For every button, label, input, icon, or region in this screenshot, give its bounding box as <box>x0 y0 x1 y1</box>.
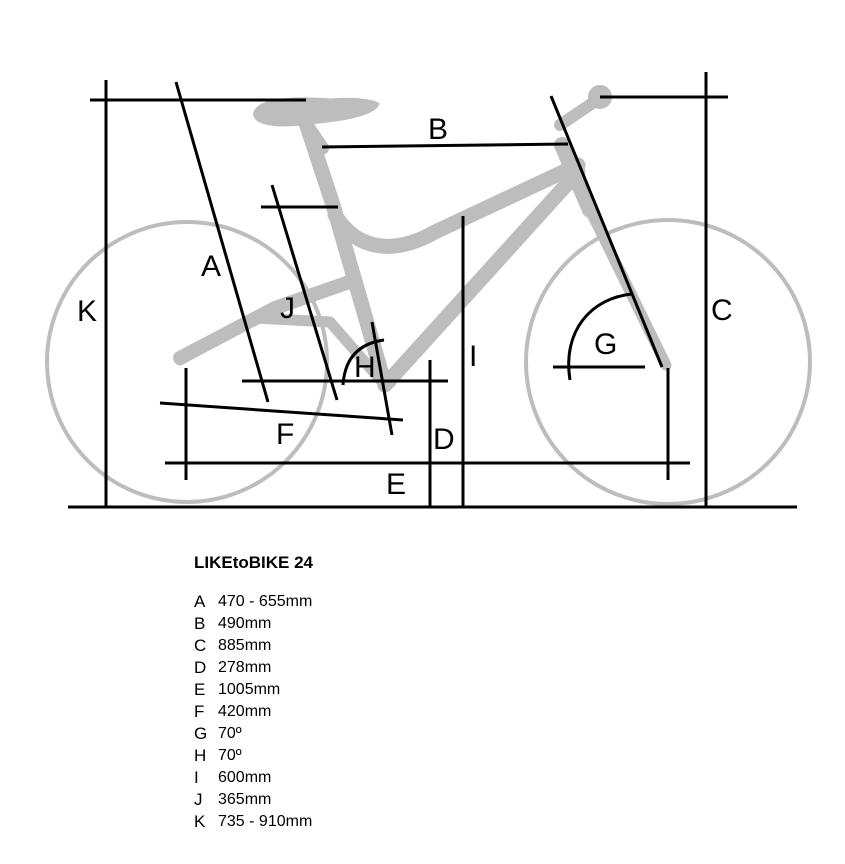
spec-value: 365mm <box>218 791 272 808</box>
spec-block: LIKEtoBIKE 24 A 470 - 655mm B 490mm C 885mm… <box>194 553 313 833</box>
spec-letter: H <box>194 746 207 765</box>
label-g: G <box>594 328 617 361</box>
spec-row-d: D 278mm <box>194 657 313 679</box>
dim-f-line <box>159 401 404 422</box>
spec-value: 490mm <box>218 615 272 632</box>
spec-row-g: G 70º <box>194 723 313 745</box>
label-j: J <box>280 292 295 325</box>
dim-g-arc <box>567 292 633 381</box>
dim-a-line <box>174 81 270 403</box>
bike-geometry-diagram: A B C D E F G H I J K <box>45 72 812 509</box>
down-tube <box>377 164 586 393</box>
spec-list: A 470 - 655mm B 490mm C 885mm D 278mm E 1005m… <box>194 591 313 833</box>
label-f: F <box>276 418 294 451</box>
dim-j-line <box>270 184 339 401</box>
front-wheel <box>524 218 812 506</box>
spec-value: 278mm <box>218 659 272 676</box>
spec-row-f: F 420mm <box>194 701 313 723</box>
spec-value: 735 - 910mm <box>218 813 313 830</box>
spec-value: 420mm <box>218 703 272 720</box>
label-b: B <box>428 113 448 146</box>
top-tube <box>327 157 586 254</box>
spec-row-j: J 365mm <box>194 789 313 811</box>
spec-letter: K <box>194 812 206 831</box>
label-d: D <box>433 423 455 456</box>
spec-row-k: K 735 - 910mm <box>194 811 313 833</box>
chain-stay <box>174 312 391 391</box>
dim-b-line <box>321 142 569 149</box>
spec-row-i: I 600mm <box>194 767 313 789</box>
label-h: H <box>354 351 376 384</box>
dim-h-arc <box>341 338 385 386</box>
spec-value: 470 - 655mm <box>218 593 313 610</box>
spec-letter: I <box>194 768 199 787</box>
label-e: E <box>386 468 406 501</box>
spec-row-e: E 1005mm <box>194 679 313 701</box>
label-c: C <box>711 294 733 327</box>
spec-value: 70º <box>218 725 242 742</box>
spec-row-h: H 70º <box>194 745 313 767</box>
bike-silhouette <box>45 85 812 506</box>
measurement-lines <box>68 72 797 509</box>
spec-letter: D <box>194 658 207 677</box>
spec-row-c: C 885mm <box>194 635 313 657</box>
label-a: A <box>201 250 221 283</box>
spec-letter: G <box>194 724 208 743</box>
spec-row-a: A 470 - 655mm <box>194 591 313 613</box>
dimension-labels: A B C D E F G H I J K <box>77 113 733 501</box>
spec-letter: J <box>194 790 203 809</box>
spec-value: 1005mm <box>218 681 281 698</box>
label-k: K <box>77 295 97 328</box>
spec-letter: C <box>194 636 207 655</box>
spec-letter: A <box>194 592 206 611</box>
spec-value: 600mm <box>218 769 272 786</box>
dim-b-head-line <box>549 95 664 368</box>
spec-letter: B <box>194 614 206 633</box>
spec-letter: F <box>194 702 205 721</box>
spec-row-b: B 490mm <box>194 613 313 635</box>
spec-value: 70º <box>218 747 242 764</box>
model-title: LIKEtoBIKE 24 <box>194 553 314 572</box>
spec-value: 885mm <box>218 637 272 654</box>
spec-letter: E <box>194 680 206 699</box>
saddle <box>253 97 380 127</box>
head-tube <box>554 137 598 218</box>
label-i: I <box>469 340 477 373</box>
